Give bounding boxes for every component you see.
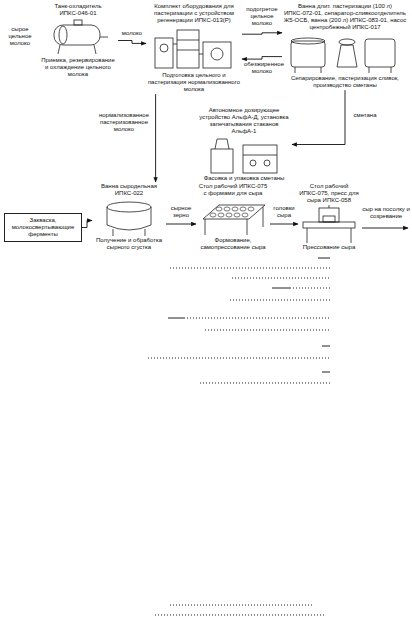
process-box: Закваска, молокосвертывающие ферменты bbox=[4, 213, 82, 242]
flow-label: обезжиренное молоко bbox=[244, 61, 280, 75]
equipment-name: Танк-охладитель ИПКС-046-01 bbox=[39, 3, 117, 17]
equipment-name: Автономное дозирующее устройство АльфА-Д… bbox=[197, 107, 291, 135]
process-caption: Получение и обработка сырного сгустка bbox=[93, 237, 165, 251]
equipment-name: Стол рабочий ИПКС-075, пресс для сыра ИП… bbox=[299, 183, 359, 204]
flow-arrow bbox=[292, 90, 345, 144]
flow-label: сметана bbox=[348, 112, 382, 119]
picture-area bbox=[39, 17, 117, 57]
flow-label: нормализованное пастеризованное молоко bbox=[96, 112, 152, 133]
equipment-name: Ванна длит. пастеризации (100 л) ИПКС-07… bbox=[283, 3, 407, 31]
flow-label: головки сыра bbox=[271, 205, 297, 219]
flow-arrow bbox=[118, 41, 146, 44]
equipment-node: Ванна длит. пастеризации (100 л) ИПКС-07… bbox=[282, 2, 408, 90]
picture-area bbox=[299, 204, 359, 244]
dotted-rules bbox=[148, 258, 330, 615]
equipment-node: Стол рабочий ИПКС-075 с формами для сыра… bbox=[196, 182, 270, 252]
cheese-form bbox=[226, 213, 232, 217]
flow-label: сырое цельное молоко bbox=[2, 26, 38, 47]
equipment-node: Ванна сыродельная ИПКС-022Получение и об… bbox=[92, 182, 166, 252]
process-caption: Сепарирование, пастеризация сливок, прои… bbox=[283, 75, 407, 89]
equipment-node: Стол рабочий ИПКС-075, пресс для сыра ИП… bbox=[298, 182, 360, 252]
equipment-name: Комплект оборудования для пастеризации с… bbox=[147, 3, 241, 24]
cheese-form bbox=[224, 207, 230, 211]
press-illustration bbox=[297, 204, 361, 244]
equipment-name: Стол рабочий ИПКС-075 с формами для сыра bbox=[197, 183, 269, 197]
pasteurizer-illustration bbox=[147, 24, 241, 72]
cheese-form bbox=[210, 213, 216, 217]
flow-arrow bbox=[270, 224, 298, 225]
flow-arrow bbox=[242, 33, 282, 34]
flow-label: сырное зерно bbox=[167, 205, 195, 219]
equipment-name: Ванна сыродельная ИПКС-022 bbox=[93, 183, 165, 197]
process-caption: Подготовка цельного и пастеризация норма… bbox=[147, 72, 241, 93]
process-caption: Приемка, резервирование и охлаждение цел… bbox=[39, 57, 117, 78]
process-caption: Фасовка и упаковка сметаны bbox=[197, 175, 291, 182]
cheese-form bbox=[234, 213, 240, 217]
process-caption: Прессование сыра bbox=[299, 244, 359, 251]
equipment-node: Танк-охладитель ИПКС-046-01Приемка, резе… bbox=[38, 2, 118, 79]
cheese-vat-illustration bbox=[93, 197, 165, 237]
picture-area bbox=[283, 31, 407, 75]
flow-label: подогретое цельное молоко bbox=[244, 6, 280, 27]
process-caption: Формование, самопрессование сыра bbox=[197, 237, 269, 251]
cheese-form bbox=[242, 213, 248, 217]
picture-area bbox=[197, 135, 291, 175]
equipment-node: Комплект оборудования для пастеризации с… bbox=[146, 2, 242, 94]
table-with-forms-illustration bbox=[197, 197, 269, 237]
output-arrow bbox=[362, 228, 408, 229]
picture-area bbox=[93, 197, 165, 237]
cheese-form bbox=[240, 207, 246, 211]
flow-label: молоко bbox=[119, 30, 145, 37]
separator-illustration bbox=[283, 31, 407, 75]
flow-arrow bbox=[166, 224, 196, 225]
cheese-form bbox=[218, 213, 224, 217]
flow-arrow bbox=[155, 94, 156, 182]
filling-machine-illustration bbox=[197, 135, 291, 175]
cheese-form bbox=[232, 207, 238, 211]
flow-label: сыр на посолку и созревание bbox=[362, 206, 410, 220]
flow-arrow bbox=[82, 221, 92, 228]
picture-area bbox=[197, 197, 269, 237]
cheese-form bbox=[248, 207, 254, 211]
picture-area bbox=[147, 24, 241, 72]
cheese-form bbox=[216, 207, 222, 211]
equipment-node: Автономное дозирующее устройство АльфА-Д… bbox=[196, 106, 292, 183]
tank-illustration bbox=[40, 17, 116, 57]
flow-arrow bbox=[242, 57, 282, 60]
equipment-name: Закваска, молокосвертывающие ферменты bbox=[8, 217, 78, 238]
